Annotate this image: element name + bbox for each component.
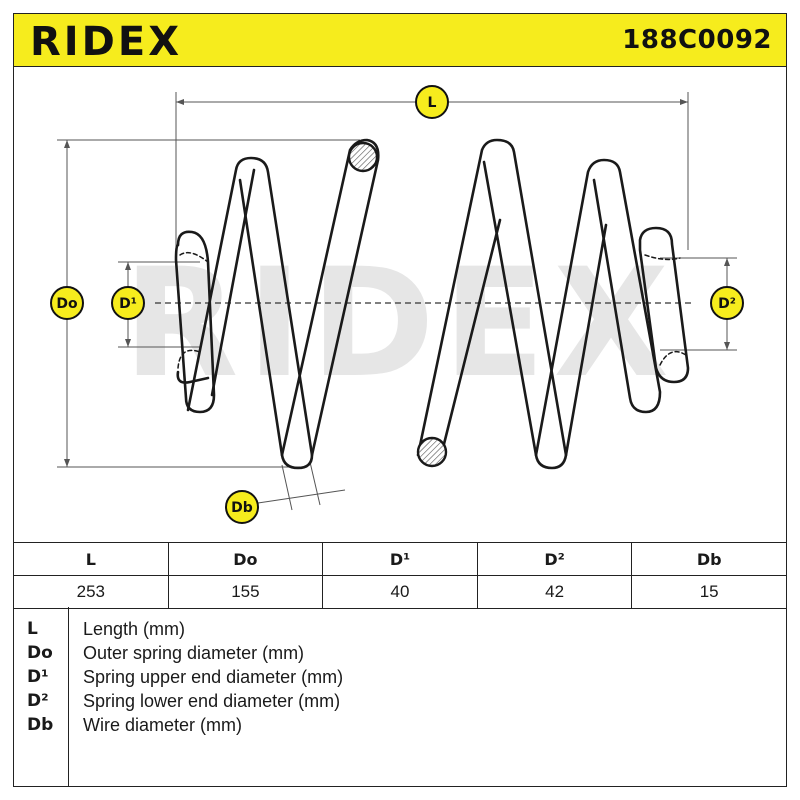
- legend-code: D²: [27, 691, 49, 711]
- spec-table: L Do D¹ D² Db 253 155 40 42 15: [13, 542, 787, 609]
- label-outer-diameter-text: Do: [56, 296, 78, 312]
- label-wire-diameter-text: Db: [231, 500, 253, 516]
- legend-description: Wire diameter (mm): [83, 715, 243, 735]
- label-lower-end-diameter-text: D²: [718, 296, 736, 312]
- legend-description: Length (mm): [83, 619, 186, 639]
- spec-value-d1: 40: [322, 575, 478, 609]
- label-wire-diameter: Db: [225, 490, 259, 524]
- legend-code: Do: [27, 643, 53, 663]
- legend-description: Spring lower end diameter (mm): [83, 691, 341, 711]
- legend-item: Db Wire diameter (mm): [13, 715, 787, 739]
- spec-value-d2: 42: [476, 575, 633, 609]
- spec-value-do: 155: [167, 575, 324, 609]
- spec-header-l: L: [13, 542, 169, 576]
- legend: L Length (mm) Do Outer spring diameter (…: [13, 607, 787, 787]
- label-lower-end-diameter: D²: [710, 286, 744, 320]
- legend-code: Db: [27, 715, 54, 735]
- spec-header-d2: D²: [476, 542, 633, 576]
- label-length-text: L: [428, 95, 437, 111]
- wire-cross-sections: [347, 141, 448, 468]
- spec-header-db: Db: [631, 542, 787, 576]
- spec-value-l: 253: [13, 575, 169, 609]
- legend-description: Outer spring diameter (mm): [83, 643, 305, 663]
- spec-header-d1: D¹: [322, 542, 478, 576]
- legend-description: Spring upper end diameter (mm): [83, 667, 344, 687]
- label-upper-end-diameter: D¹: [111, 286, 145, 320]
- legend-item: D¹ Spring upper end diameter (mm): [13, 667, 787, 691]
- label-outer-diameter: Do: [50, 286, 84, 320]
- spec-value-db: 15: [631, 575, 787, 609]
- part-number: 188C0092: [622, 25, 772, 55]
- brand-logo: RIDEX: [30, 19, 183, 65]
- legend-item: Do Outer spring diameter (mm): [13, 643, 787, 667]
- header-bar: RIDEX 188C0092: [13, 13, 787, 67]
- legend-divider: [68, 607, 69, 787]
- legend-item: L Length (mm): [13, 619, 787, 643]
- legend-code: D¹: [27, 667, 49, 687]
- dimension-arrows: [64, 99, 730, 467]
- legend-code: L: [27, 619, 38, 639]
- spec-header-do: Do: [167, 542, 324, 576]
- label-length: L: [415, 85, 449, 119]
- spec-table-header-row: L Do D¹ D² Db: [13, 542, 787, 576]
- label-upper-end-diameter-text: D¹: [119, 296, 137, 312]
- spec-table-value-row: 253 155 40 42 15: [13, 575, 787, 609]
- legend-item: D² Spring lower end diameter (mm): [13, 691, 787, 715]
